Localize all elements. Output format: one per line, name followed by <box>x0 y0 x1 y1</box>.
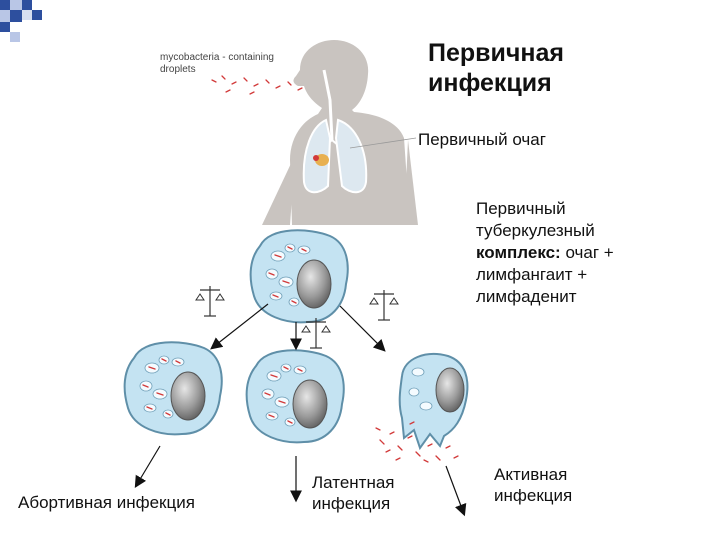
complex-line-3-bold: комплекс: <box>476 243 561 262</box>
outcome-arrows <box>134 303 467 517</box>
droplets-label-line-2: droplets <box>160 64 196 75</box>
primary-focus-label: Первичный очаг <box>418 130 546 149</box>
title-line-1: Первичная <box>428 39 564 67</box>
human-silhouette <box>262 40 418 225</box>
complex-line-1: Первичный <box>476 199 566 218</box>
primary-complex-label: Первичный туберкулезный комплекс: очаг +… <box>476 198 614 308</box>
active-line-2: инфекция <box>494 486 573 505</box>
corner-decoration <box>0 0 42 42</box>
droplets-label-line-1: mycobacteria - containing <box>160 52 274 63</box>
droplets-label: mycobacteria - containing droplets <box>160 52 274 76</box>
abortive-macrophage <box>123 341 223 436</box>
latent-line-1: Латентная <box>312 473 395 492</box>
scale-right <box>369 289 399 321</box>
abortive-infection-label: Абортивная инфекция <box>18 493 195 512</box>
latent-macrophage <box>245 349 345 444</box>
focus-connector <box>349 137 417 149</box>
complex-line-4: лимфангаит + <box>476 265 588 284</box>
page-title: Первичная инфекция <box>428 38 564 98</box>
active-line-1: Активная <box>494 465 568 484</box>
primary-macrophage <box>249 229 349 324</box>
complex-line-3-rest: очаг + <box>560 243 614 262</box>
droplets <box>211 75 303 95</box>
active-infection-label: Активная инфекция <box>494 464 572 506</box>
scale-center <box>301 317 331 349</box>
complex-line-2: туберкулезный <box>476 221 595 240</box>
title-line-2: инфекция <box>428 69 552 97</box>
latent-infection-label: Латентная инфекция <box>312 472 395 514</box>
ruptured-macrophage <box>375 353 469 463</box>
complex-line-5: лимфаденит <box>476 287 577 306</box>
scale-left <box>195 285 225 317</box>
latent-line-2: инфекция <box>312 494 391 513</box>
complex-line-3: комплекс: очаг + <box>476 242 614 264</box>
